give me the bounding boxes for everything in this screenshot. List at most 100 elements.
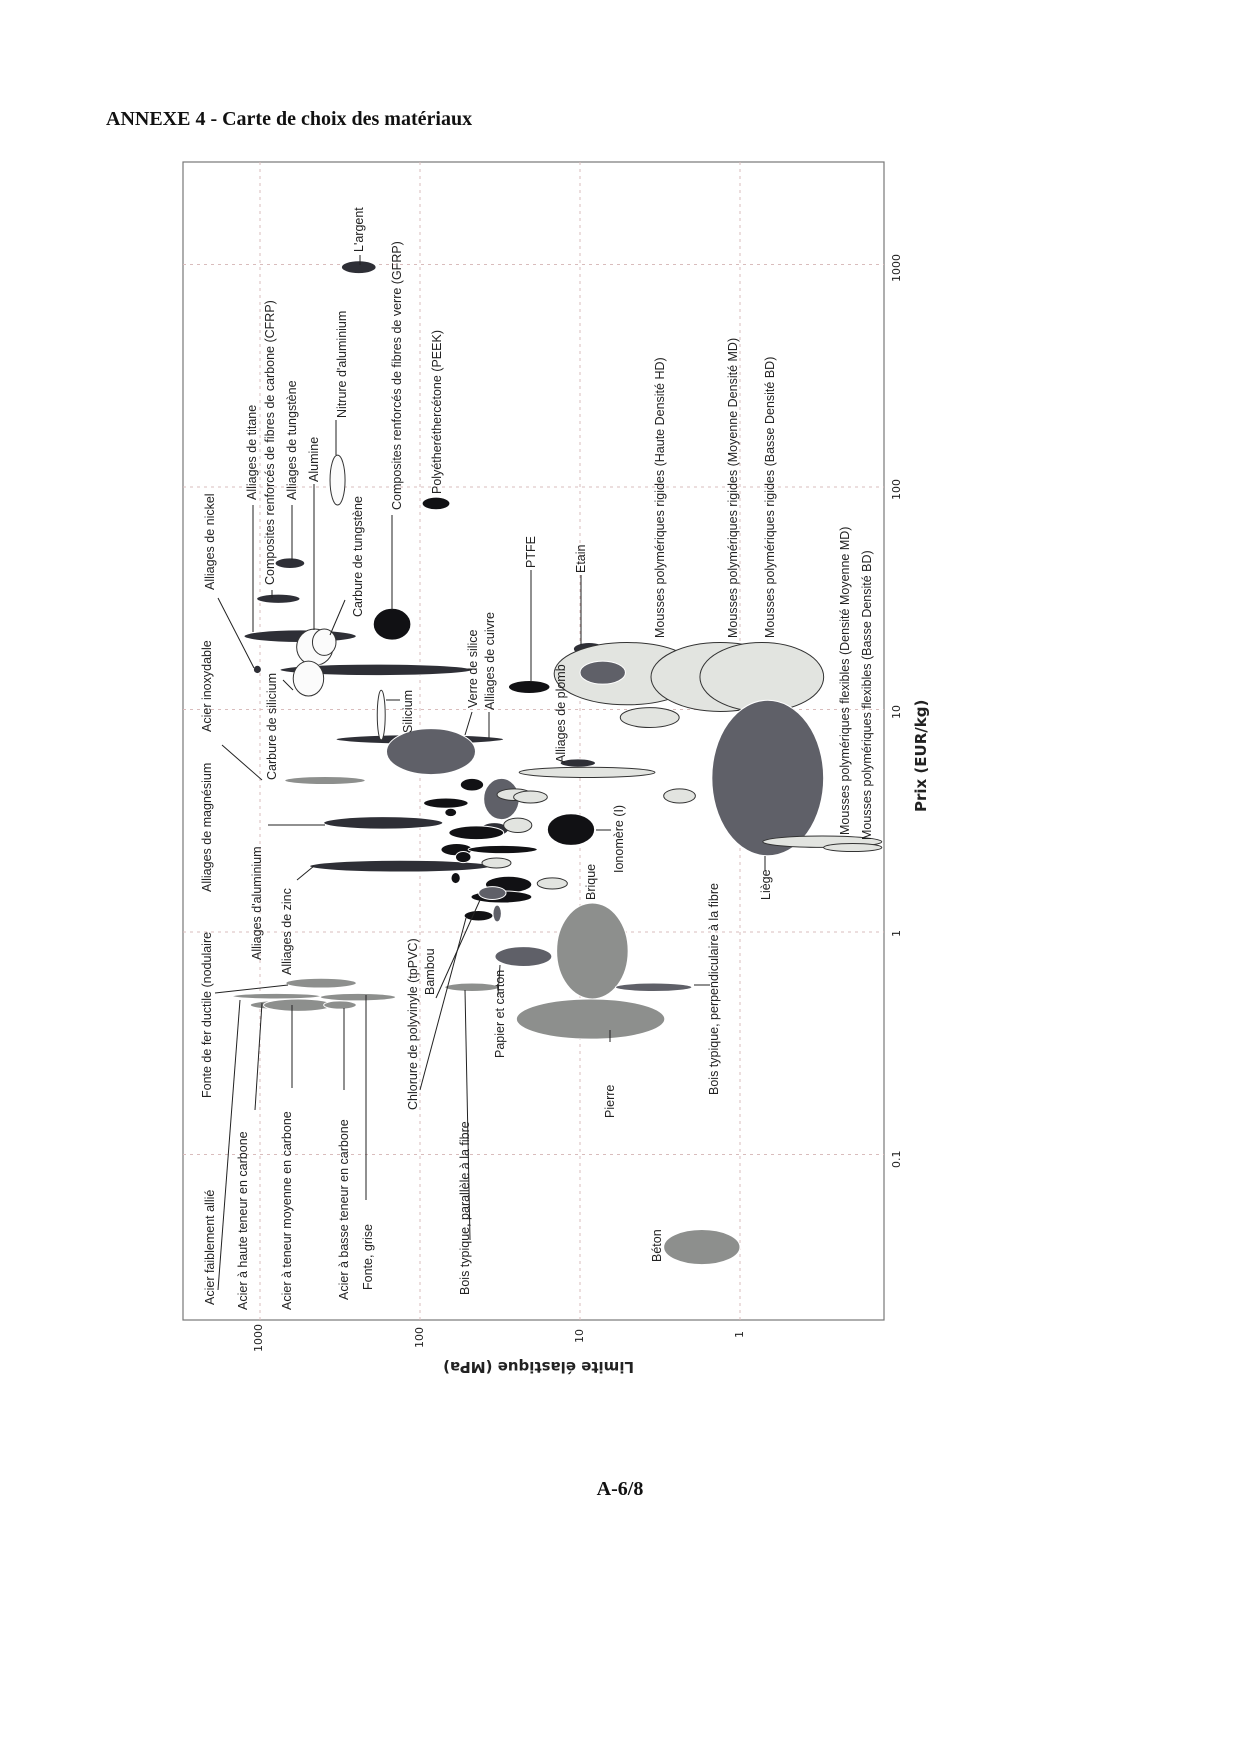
label-pvc: Chlorure de polyvinyle (tpPVC) xyxy=(406,938,420,1110)
material-bubble-mousse-light-2 xyxy=(663,788,696,804)
label-argent: L'argent xyxy=(352,207,366,252)
material-bubble-bois-perpendiculaire xyxy=(614,982,693,993)
label-acier-faiblement-allie: Acier faiblement allié xyxy=(203,1189,217,1305)
label-pierre: Pierre xyxy=(603,1084,617,1118)
material-bubble-bois-parallele xyxy=(444,982,500,993)
label-bois-parallele: Bois typique, parallèle à la fibre xyxy=(458,1121,472,1295)
label-zinc: Alliages de zinc xyxy=(280,888,294,975)
material-bubble-papier-carton xyxy=(494,946,553,967)
material-bubble-carbure-tungstene xyxy=(311,628,337,656)
material-bubble-ptfe xyxy=(507,680,551,695)
label-bois-perpendiculaire: Bois typique, perpendiculaire à la fibre xyxy=(707,883,721,1095)
label-liege: Liège xyxy=(759,869,773,900)
label-aluminium: Alliages d'aluminium xyxy=(250,846,264,960)
label-titane: Alliages de titane xyxy=(245,404,259,500)
material-bubbles xyxy=(232,260,883,1266)
label-mousse-rigide-bd: Mousses polymériques rigides (Basse Dens… xyxy=(763,356,777,638)
material-bubble-mousse-inner xyxy=(579,660,626,685)
label-cfrp: Composites renforcés de fibres de carbon… xyxy=(263,300,277,585)
label-nitrure-alu: Nitrure d'aluminium xyxy=(335,310,349,418)
material-bubble-argent xyxy=(340,260,377,275)
material-bubble-polymere-11 xyxy=(467,844,538,855)
material-bubble-polymere-1 xyxy=(459,777,485,792)
label-ptfe: PTFE xyxy=(524,536,538,568)
page-title: ANNEXE 4 - Carte de choix des matériaux xyxy=(106,108,473,130)
material-bubble-fonte-ductile xyxy=(285,977,357,989)
material-bubble-polymere-5 xyxy=(423,797,469,809)
label-nickel: Alliages de nickel xyxy=(203,493,217,590)
material-bubble-polymere-4 xyxy=(513,790,548,804)
material-bubble-mousse-flex-bd xyxy=(823,842,883,853)
label-mousse-rigide-hd: Mousses polymériques rigides (Haute Dens… xyxy=(653,357,667,638)
material-bubble-beton xyxy=(663,1229,741,1266)
label-silicium: Silicium xyxy=(401,689,415,733)
material-bubble-acier-faiblement-allie xyxy=(232,992,321,1000)
material-bubble-acier-moyenne-carbone xyxy=(263,998,334,1012)
material-bubble-polymere-9 xyxy=(448,825,505,841)
label-tungstene: Alliages de tungstène xyxy=(285,380,299,500)
label-bambou: Bambou xyxy=(423,948,437,995)
x-tick-1: 1 xyxy=(890,930,903,937)
y-tick-1000: 1000 xyxy=(252,1324,265,1352)
x-tick-1000: 1000 xyxy=(890,254,903,282)
x-axis-label: Prix (EUR/kg) xyxy=(912,699,930,812)
label-acier-inox: Acier inoxydable xyxy=(200,640,214,732)
material-bubble-polymere-6 xyxy=(444,807,458,818)
material-bubble-bambou xyxy=(463,909,494,922)
material-bubble-tungstene xyxy=(274,557,306,570)
material-bubble-fonte-grise xyxy=(319,992,397,1002)
label-acier-moyenne-carbone: Acier à teneur moyenne en carbone xyxy=(280,1111,294,1310)
label-ionomere: Ionomère (I) xyxy=(612,804,626,873)
y-tick-100: 100 xyxy=(413,1327,426,1348)
label-papier-carton: Papier et carton xyxy=(493,969,507,1058)
material-bubble-carbure-silicium xyxy=(292,660,325,697)
leader-lines xyxy=(214,255,766,1291)
label-mousse-flex-bd: Mousses polymériques flexibles (Basse De… xyxy=(860,550,874,840)
y-tick-1: 1 xyxy=(733,1331,746,1338)
material-bubble-peek xyxy=(421,496,451,511)
label-carbure-silicium: Carbure de silicium xyxy=(265,673,279,780)
y-tick-10: 10 xyxy=(573,1329,586,1343)
x-tick-100: 100 xyxy=(890,479,903,500)
page-number: A-6/8 xyxy=(596,1478,644,1500)
x-tick-10: 10 xyxy=(890,705,903,719)
label-beton: Béton xyxy=(650,1229,664,1262)
y-axis-label: Limite élastique (MPa) xyxy=(443,1358,634,1376)
label-fonte-ductile: Fonte de fer ductile (nodulaire xyxy=(200,931,214,1098)
material-bubble-polymere-14 xyxy=(450,872,461,885)
label-plomb: Alliages de plomb xyxy=(554,664,568,763)
material-bubble-silicium xyxy=(376,689,386,741)
material-bubble-polymere-12 xyxy=(454,851,472,864)
material-bubble-verre-silice xyxy=(385,728,476,776)
label-carbure-tungstene: Carbure de tungstène xyxy=(351,496,365,617)
material-bubble-mousse-light-1 xyxy=(619,707,680,729)
label-gfrp: Composites renforcés de fibres de verre … xyxy=(390,241,404,510)
material-bubble-magnesium xyxy=(284,775,366,786)
label-fonte-grise: Fonte, grise xyxy=(361,1223,375,1290)
material-bubble-polymere-8 xyxy=(503,817,533,834)
material-bubble-polymere-light-3 xyxy=(536,877,568,890)
label-mousse-rigide-md: Mousses polymériques rigides (Moyenne De… xyxy=(726,337,740,638)
material-bubble-pierre xyxy=(515,998,666,1040)
label-etain: Etain xyxy=(574,544,588,574)
label-alumine: Alumine xyxy=(307,436,321,482)
material-bubble-gfrp xyxy=(372,607,412,641)
material-bubble-polymere-light-long xyxy=(518,766,656,778)
label-magnesium: Alliages de magnésium xyxy=(200,762,214,892)
material-bubble-nickel xyxy=(252,664,262,675)
material-bubble-polymere-13 xyxy=(481,857,512,869)
label-mousse-flex-md: Mousses polymériques flexibles (Densité … xyxy=(838,526,852,835)
label-acier-haute-carbone: Acier à haute teneur en carbone xyxy=(236,1131,250,1310)
material-bubble-ionomere xyxy=(546,813,596,846)
material-bubble-aluminium xyxy=(323,816,444,830)
x-tick-0.1: 0.1 xyxy=(890,1150,903,1169)
material-bubble-brique xyxy=(556,902,629,1000)
grid xyxy=(183,162,884,1320)
label-peek: Polyétheréthercétone (PEEK) xyxy=(430,330,444,494)
label-acier-basse-carbone: Acier à basse teneur en carbone xyxy=(337,1119,351,1300)
label-cuivre: Alliages de cuivre xyxy=(483,612,497,710)
material-bubble-pvc xyxy=(478,886,507,900)
material-bubble-acier-inox xyxy=(279,663,473,677)
label-verre-silice: Verre de silice xyxy=(466,629,480,708)
